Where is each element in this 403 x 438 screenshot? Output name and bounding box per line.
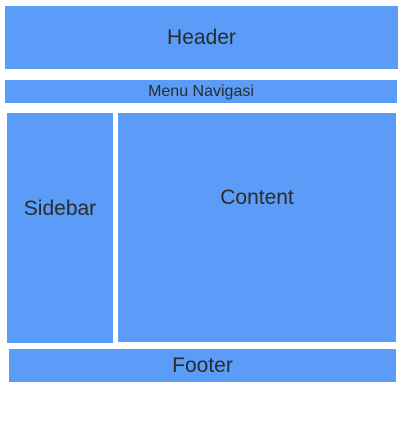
sidebar-label: Sidebar (23, 197, 97, 220)
header-block: Header (5, 6, 398, 69)
sidebar-block: Sidebar (7, 113, 113, 343)
content-label: Content (220, 185, 294, 209)
menu-navigasi-label: Menu Navigasi (148, 82, 254, 100)
menu-navigasi-block: Menu Navigasi (5, 80, 397, 103)
header-label: Header (167, 25, 236, 49)
footer-label: Footer (172, 353, 233, 377)
footer-block: Footer (9, 349, 396, 382)
content-block: Content (118, 113, 396, 342)
